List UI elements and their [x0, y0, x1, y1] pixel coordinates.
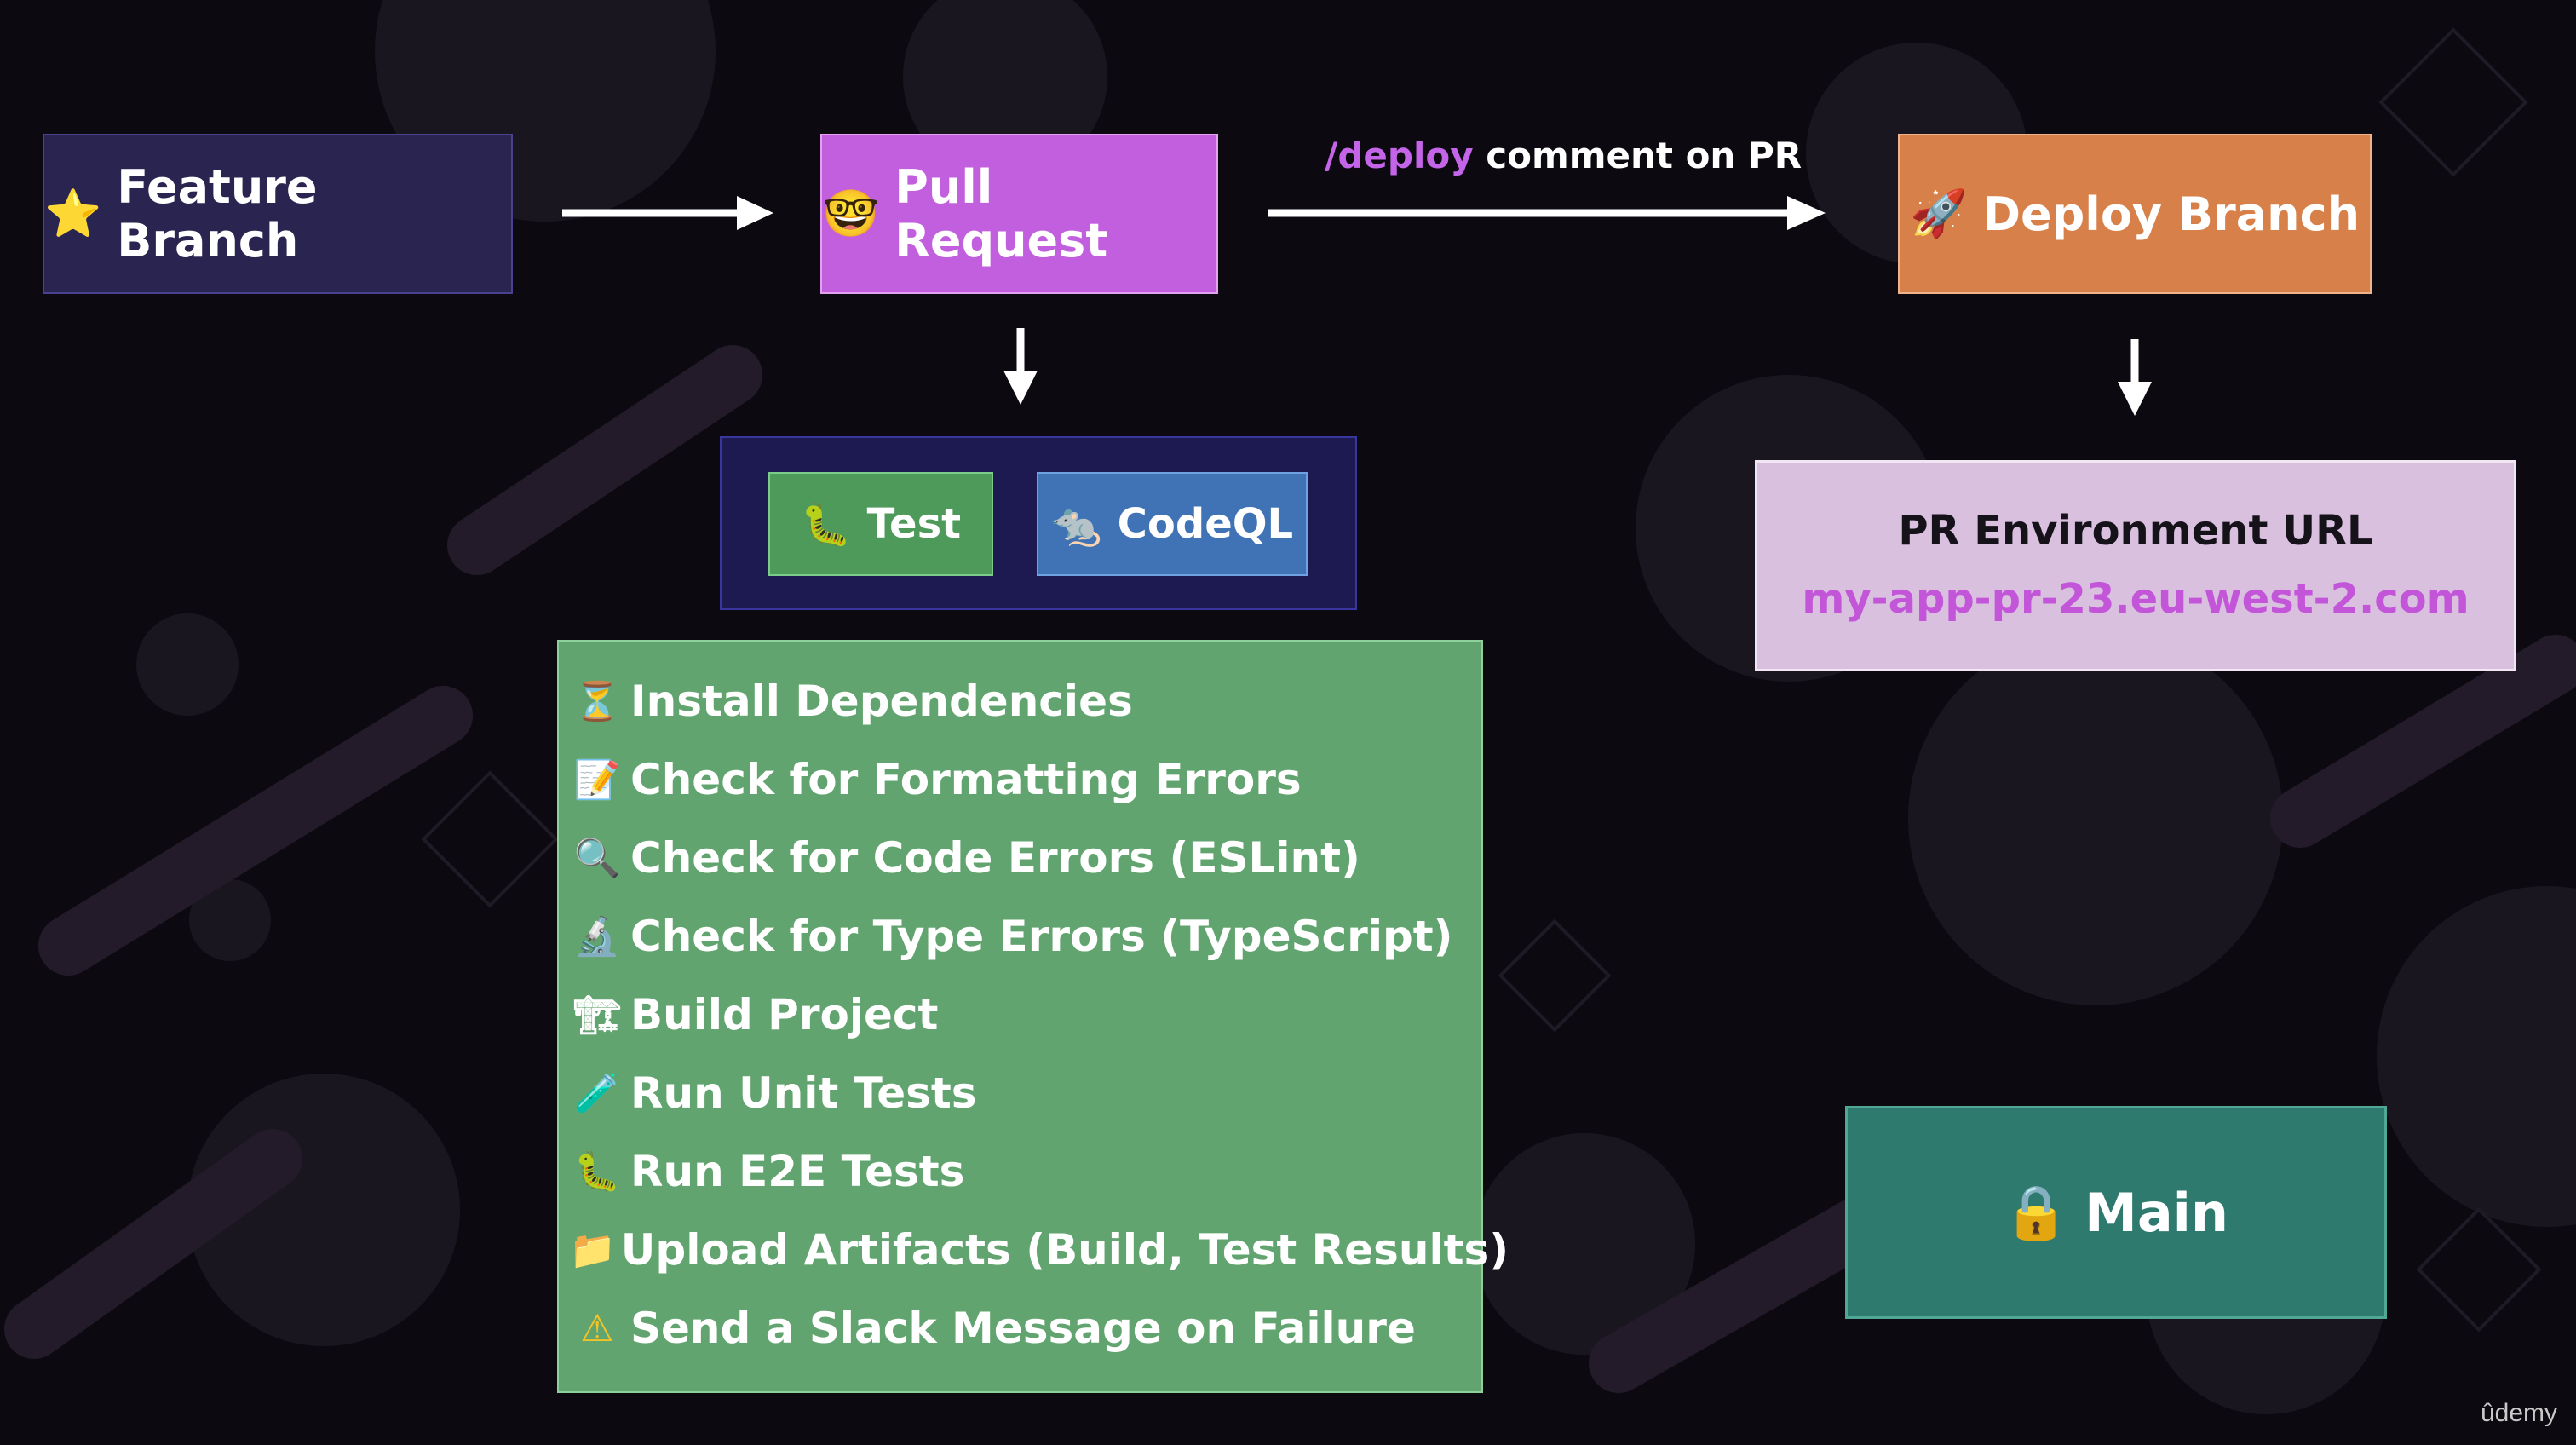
- checks-panel: 🐛 Test 🐀 CodeQL: [720, 436, 1357, 610]
- codeql-job: 🐀 CodeQL: [1037, 472, 1308, 576]
- bug-icon: 🐛: [800, 500, 852, 549]
- pull-request-label: Pull Request: [894, 160, 1108, 268]
- magnifier-icon: 🔍: [573, 837, 621, 880]
- arrow-pr-to-deploy: [1268, 196, 1826, 230]
- feature-branch-node: ⭐ Feature Branch: [43, 134, 513, 294]
- step-label: Run E2E Tests: [630, 1147, 965, 1196]
- step-label: Check for Formatting Errors: [630, 755, 1302, 804]
- deploy-keyword: /deploy: [1325, 135, 1474, 176]
- step-item: 📁Upload Artifacts (Build, Test Results): [569, 1211, 1509, 1289]
- lock-icon: 🔒: [2003, 1181, 2070, 1243]
- nerd-face-icon: 🤓: [822, 187, 880, 240]
- rat-icon: 🐀: [1050, 500, 1102, 549]
- arrow-pr-to-checks: [1003, 328, 1038, 405]
- deploy-branch-node: 🚀 Deploy Branch: [1898, 134, 2372, 294]
- step-item: 🔬Check for Type Errors (TypeScript): [569, 897, 1481, 976]
- step-item: 🔍Check for Code Errors (ESLint): [569, 819, 1481, 897]
- test-job: 🐛 Test: [768, 472, 993, 576]
- pr-environment-title: PR Environment URL: [1898, 507, 2373, 555]
- pull-request-node: 🤓 Pull Request: [820, 134, 1218, 294]
- steps-list: ⏳Install Dependencies 📝Check for Formatt…: [569, 662, 1509, 1367]
- test-job-label: Test: [866, 500, 962, 548]
- step-item: ⚠ Send a Slack Message on Failure: [569, 1289, 1481, 1367]
- test-tube-icon: 🧪: [573, 1072, 621, 1115]
- step-label: Run Unit Tests: [630, 1068, 977, 1118]
- hourglass-icon: ⏳: [573, 680, 621, 723]
- warning-icon: ⚠: [580, 1306, 614, 1350]
- crane-icon: 🏗: [573, 993, 621, 1037]
- pr-environment-panel: PR Environment URL my-app-pr-23.eu-west-…: [1755, 460, 2516, 671]
- main-branch-label: Main: [2084, 1181, 2229, 1244]
- feature-branch-label: Feature Branch: [117, 160, 318, 268]
- deploy-comment-text: comment on PR: [1486, 135, 1803, 176]
- pr-environment-url[interactable]: my-app-pr-23.eu-west-2.com: [1802, 575, 2470, 623]
- codeql-job-label: CodeQL: [1117, 500, 1294, 548]
- deploy-branch-label: Deploy Branch: [1982, 187, 2360, 241]
- step-label: Check for Code Errors (ESLint): [630, 833, 1360, 883]
- step-item: 📝Check for Formatting Errors: [569, 740, 1481, 819]
- step-label: Install Dependencies: [630, 676, 1133, 726]
- step-item: 🐛Run E2E Tests: [569, 1132, 1481, 1211]
- step-label: Check for Type Errors (TypeScript): [630, 912, 1453, 961]
- steps-panel: ⏳Install Dependencies 📝Check for Formatt…: [557, 640, 1509, 1393]
- bug-icon: 🐛: [573, 1150, 621, 1194]
- arrow-feature-to-pr: [562, 196, 773, 230]
- step-item: 🧪Run Unit Tests: [569, 1054, 1481, 1132]
- step-label: Build Project: [630, 990, 939, 1039]
- microscope-icon: 🔬: [573, 915, 621, 959]
- star-icon: ⭐: [44, 187, 102, 240]
- udemy-watermark: ûdemy: [2480, 1399, 2557, 1427]
- step-item: ⏳Install Dependencies: [569, 662, 1481, 740]
- arrow-deploy-to-env: [2118, 339, 2152, 416]
- step-label: Send a Slack Message on Failure: [630, 1304, 1416, 1353]
- step-item: 🏗Build Project: [569, 976, 1481, 1054]
- memo-icon: 📝: [573, 758, 621, 802]
- folder-icon: 📁: [569, 1229, 616, 1272]
- step-label: Upload Artifacts (Build, Test Results): [620, 1225, 1509, 1275]
- main-branch-node: 🔒 Main: [1845, 1106, 2387, 1319]
- rocket-icon: 🚀: [1909, 187, 1968, 240]
- deploy-comment-label: /deploy comment on PR: [1325, 135, 1802, 176]
